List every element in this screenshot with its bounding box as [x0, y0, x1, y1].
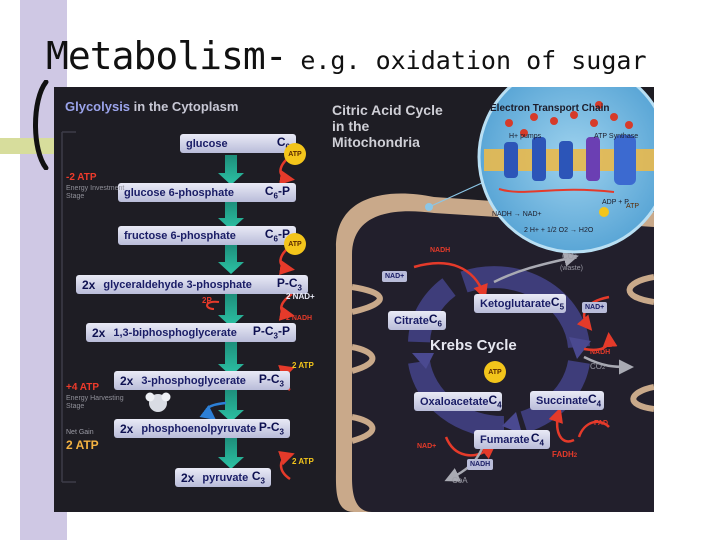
etc-water-label: 2 H+ + 1/2 O2 → H2O [524, 227, 594, 234]
etc-nadh-label: NADH → NAD+ [492, 211, 542, 218]
compound-name: Citrate [394, 314, 429, 327]
step-formula: C6-P [264, 184, 290, 201]
compound-name: Oxaloacetate [420, 395, 489, 408]
step-multiplier: 2x [120, 373, 134, 388]
compound-name: Ketoglutarate [480, 297, 551, 310]
etc-atp-label: ATP [626, 203, 640, 210]
zoom-connector-line [428, 181, 485, 208]
step-name: fructose 6-phosphate [124, 229, 236, 242]
glycolysis-step-pyruvate: 2x pyruvate C3 [175, 468, 271, 487]
decorative-bracket-icon [33, 80, 49, 170]
krebs-red-arrows [413, 262, 618, 460]
electron-transport-chain-lens [477, 87, 654, 254]
glycolysis-left-bracket [61, 131, 76, 483]
krebs-nadh-top: NADH [430, 247, 451, 254]
step-name: 3-phosphoglycerate [141, 374, 246, 387]
metabolism-figure: Glycolysis in the Cytoplasm glucose C6 g… [54, 87, 654, 512]
slide-subtitle: e.g. oxidation of sugar [300, 46, 647, 75]
step-name: glucose 6-phosphate [124, 186, 235, 199]
compound-name: Succinate [536, 394, 588, 407]
glycolysis-step-1-3-biphosphoglycerate: 2x 1,3-biphosphoglycerate P-C3-P [86, 323, 296, 342]
step-multiplier: 2x [120, 421, 134, 436]
krebs-co2-top: CO2 [562, 252, 578, 262]
two-nad-label: 2 NAD+ [286, 292, 315, 301]
krebs-nad-bottom: NAD+ [417, 443, 437, 450]
net-gain-label: Net Gain [66, 429, 94, 436]
krebs-nad-top: NAD+ [382, 271, 408, 282]
krebs-nadh-right: NADH [590, 349, 611, 356]
glycolysis-step-fructose-6-phosphate: fructose 6-phosphate C6-P [118, 226, 296, 245]
glycolysis-heading-part2: in the Cytoplasm [130, 99, 239, 114]
plus-4-atp-label: +4 ATP [66, 382, 100, 393]
atp-badge: ATP [284, 233, 306, 255]
step-formula: P-C3 [258, 372, 284, 389]
krebs-compound-citrate: Citrate C6 [388, 311, 446, 330]
step-name: phosphoenolpyruvate [141, 422, 257, 435]
step-multiplier: 2x [82, 277, 96, 292]
glycolysis-flow-arrows [218, 155, 244, 469]
krebs-cycle-label: Krebs Cycle [430, 337, 517, 354]
net-atp-label: 2 ATP [66, 438, 99, 452]
citric-acid-cycle-heading: Citric Acid Cycle in the Mitochondria [332, 102, 443, 150]
krebs-compound-ketoglutarate: Ketoglutarate C5 [474, 294, 566, 313]
krebs-cycle-arrowheads [412, 337, 591, 434]
step-formula: C3 [251, 469, 265, 486]
krebs-compound-fumarate: Fumarate C4 [474, 430, 550, 449]
two-p-label: 2P [202, 296, 212, 305]
compound-formula: C5 [550, 295, 565, 312]
water-molecule-icon [145, 392, 171, 412]
krebs-fad-label: FAD [594, 420, 608, 427]
figure-graphics [61, 87, 654, 512]
glycolysis-step-glyceraldehyde-3-phosphate: 2x glyceraldehyde 3-phosphate P-C3 [76, 275, 308, 294]
zoom-origin-dot [425, 203, 433, 211]
compound-name: Fumarate [480, 433, 530, 446]
two-nadh-label: 2 NADH [286, 315, 313, 322]
krebs-nad-right: NAD+ [582, 302, 608, 313]
glycolysis-step-3-phosphoglycerate: 2x 3-phosphoglycerate P-C3 [114, 371, 290, 390]
glycolysis-step-phosphoenolpyruvate: 2x phosphoenolpyruvate P-C3 [114, 419, 290, 438]
krebs-co2-right: CO2 [590, 362, 606, 372]
krebs-atp-badge: ATP [484, 361, 506, 383]
slide-title: Metabolism- e.g. oxidation of sugar [46, 34, 647, 78]
step-name: 1,3-biphosphoglycerate [113, 326, 237, 339]
compound-formula: C4 [488, 393, 502, 410]
step-name: glucose [186, 137, 228, 150]
step-name: pyruvate [202, 471, 249, 484]
water-release-arrow [199, 401, 227, 421]
step-multiplier: 2x [92, 325, 106, 340]
etc-adp-label: ADP + P [602, 199, 629, 206]
h-pumps-label: H+ pumps [509, 133, 542, 140]
energy-harvesting-label: Energy Harvesting Stage [66, 395, 124, 410]
electron-transport-chain-title: Electron Transport Chain [490, 103, 610, 114]
energy-investment-label: Energy Investment Stage [66, 185, 125, 200]
step-formula: P-C3 [258, 420, 284, 437]
krebs-nadh-bottom: NADH [467, 459, 494, 470]
compound-formula: C6 [428, 312, 442, 329]
atp-badge: ATP [284, 143, 306, 165]
slide-title-main: Metabolism- [46, 34, 288, 78]
step-name: glyceraldehyde 3-phosphate [103, 278, 252, 291]
compound-formula: C4 [530, 431, 544, 448]
step-formula: P-C3 [276, 276, 302, 293]
krebs-waste-label: (waste) [560, 265, 583, 272]
compound-formula: C4 [587, 392, 602, 409]
two-atp-badge: 2 ATP [292, 361, 314, 370]
glycolysis-heading: Glycolysis in the Cytoplasm [65, 100, 238, 113]
glycolysis-heading-part1: Glycolysis [65, 99, 131, 114]
decorative-horizontal-bar [0, 138, 62, 154]
krebs-compound-succinate: Succinate C4 [530, 391, 604, 410]
minus-2-atp-label: -2 ATP [66, 172, 97, 183]
krebs-fadh2-label: FADH2 [552, 450, 578, 460]
step-multiplier: 2x [181, 470, 195, 485]
krebs-coa-label: CoA [452, 476, 468, 485]
two-atp-badge: 2 ATP [292, 457, 314, 466]
krebs-compound-oxaloacetate: Oxaloacetate C4 [414, 392, 502, 411]
step-formula: P-C3-P [252, 324, 290, 341]
glycolysis-step-glucose-6-phosphate: glucose 6-phosphate C6-P [118, 183, 296, 202]
atp-synthase-label: ATP Synthase [594, 133, 639, 140]
glycolysis-step-glucose: glucose C6 [180, 134, 296, 153]
